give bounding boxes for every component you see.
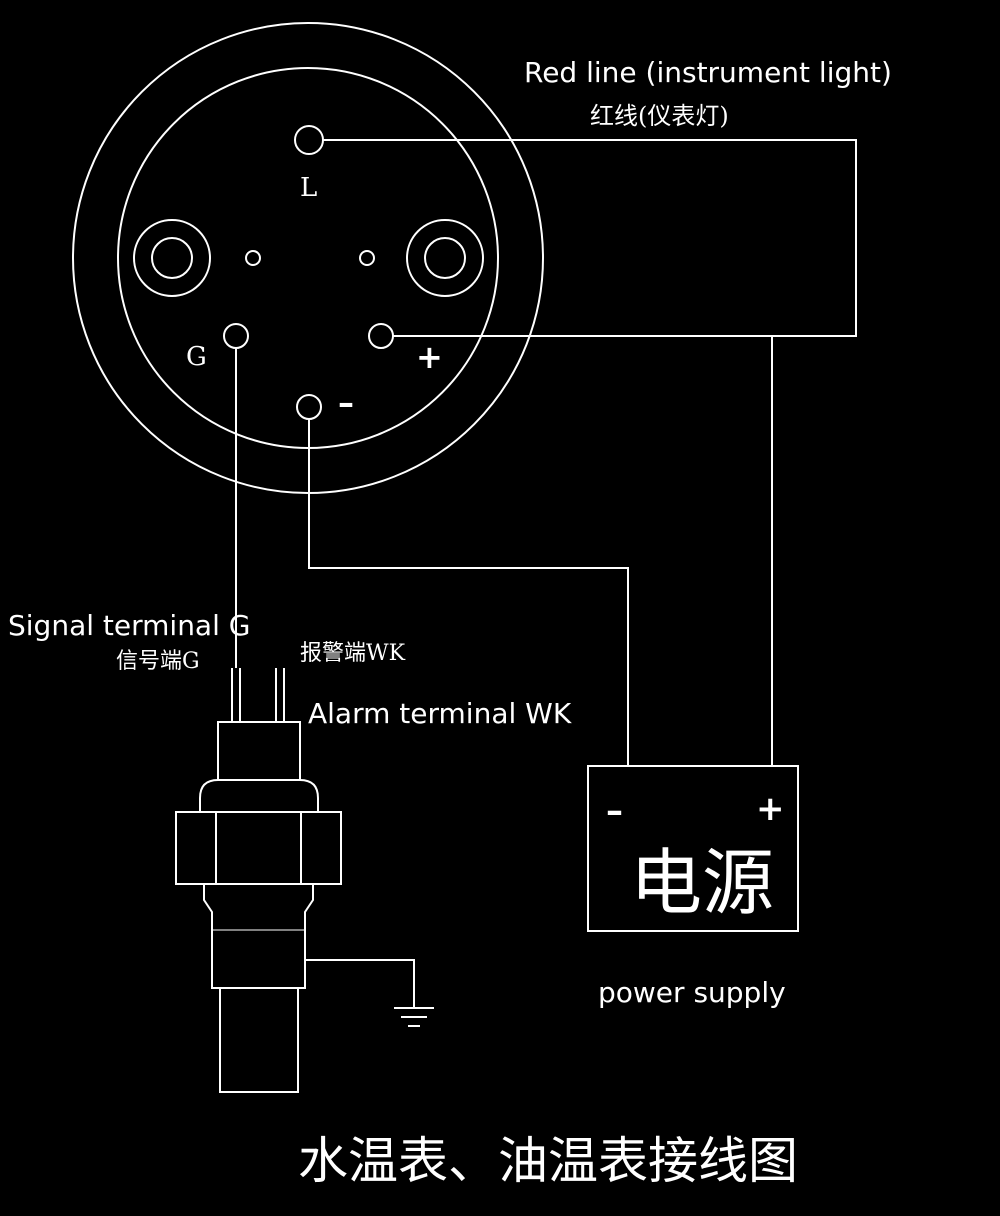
mount-hole-right-inner [424,237,466,279]
diagram-title: 水温表、油温表接线图 [298,1132,798,1190]
power-supply-label: power supply [598,976,786,1009]
sensor [175,668,342,1093]
wire-red-line [323,139,857,337]
signal-terminal-label-cn: 信号端G [116,649,200,674]
screw-right [359,250,375,266]
red-line-label: Red line (instrument light) [524,56,892,89]
terminal-g-label: G [186,342,207,372]
alarm-terminal-label-cn: 报警端WK [300,641,406,666]
wires [235,139,857,766]
sensor-probe [219,987,299,1093]
ground-wire [305,959,415,1008]
sensor-hex-nut [175,811,342,885]
terminal-minus-label: – [338,384,354,422]
power-supply-label-cn: 电源 [630,841,774,925]
mount-hole-right-outer [406,219,484,297]
sensor-shoulder [199,779,319,812]
power-supply-box [587,765,799,932]
power-plus-sign: + [756,789,785,829]
power-minus-sign: – [606,791,623,831]
ground-symbol [305,959,434,1027]
wire-minus [308,419,629,766]
mount-hole-left-outer [133,219,211,297]
alarm-terminal-label: Alarm terminal WK [308,697,572,730]
terminal-l-label: L [300,173,317,203]
screw-left [245,250,261,266]
mount-hole-left-inner [151,237,193,279]
signal-terminal-label: Signal terminal G [8,609,250,642]
wire-plus [393,335,773,766]
terminal-plus-label: + [416,338,443,376]
red-line-label-cn: 红线(仪表灯) [590,102,729,130]
